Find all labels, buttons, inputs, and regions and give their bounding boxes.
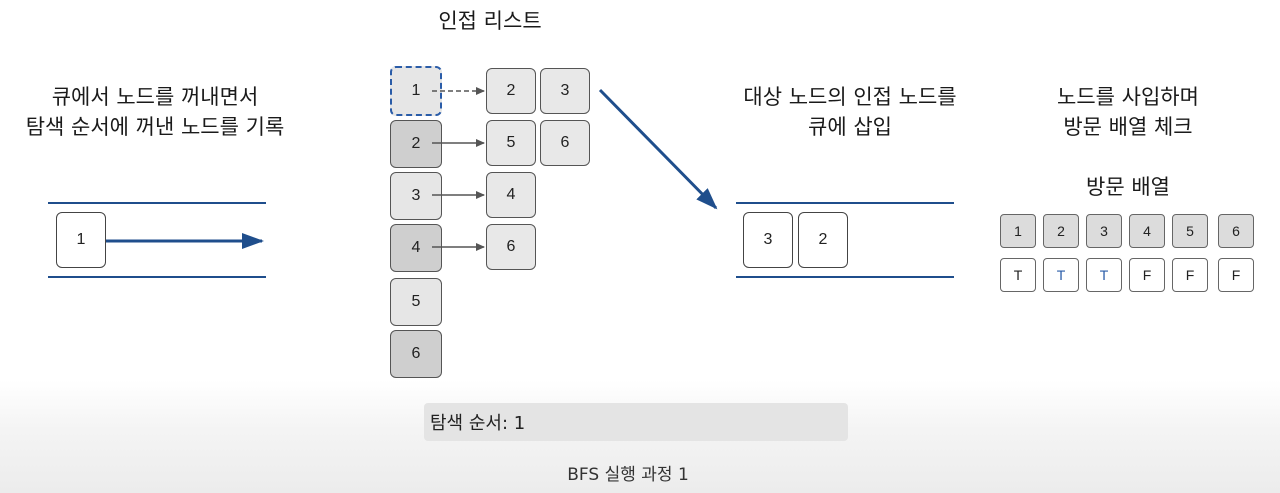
enqueue-arrow bbox=[598, 88, 718, 210]
dequeued-node: 1 bbox=[56, 212, 106, 268]
visit-value-2: T bbox=[1043, 258, 1079, 292]
adjacency-node-6: 6 bbox=[390, 330, 442, 378]
visit-value-6: F bbox=[1218, 258, 1254, 292]
adjacency-1-neighbor-2: 3 bbox=[540, 68, 590, 114]
visit-node-5: 5 bbox=[1172, 214, 1208, 248]
queue-item-2: 2 bbox=[798, 212, 848, 268]
visit-heading-line2: 방문 배열 체크 bbox=[1063, 115, 1193, 139]
dequeue-heading: 큐에서 노드를 꺼내면서 탐색 순서에 꺼낸 노드를 기록 bbox=[10, 82, 300, 142]
visit-node-3: 3 bbox=[1086, 214, 1122, 248]
adjacency-title: 인접 리스트 bbox=[438, 9, 542, 33]
queue-lane-top bbox=[736, 202, 954, 204]
visit-value-5: F bbox=[1172, 258, 1208, 292]
visit-value-3: T bbox=[1086, 258, 1122, 292]
adjacency-node-4: 4 bbox=[390, 224, 442, 272]
adjacency-node-5: 5 bbox=[390, 278, 442, 326]
visit-node-1: 1 bbox=[1000, 214, 1036, 248]
adjacency-node-3: 3 bbox=[390, 172, 442, 220]
dequeue-lane-bottom bbox=[48, 276, 266, 278]
dequeue-heading-line2: 탐색 순서에 꺼낸 노드를 기록 bbox=[25, 115, 285, 139]
dequeue-lane-top bbox=[48, 202, 266, 204]
queue-item-1: 3 bbox=[743, 212, 793, 268]
visit-heading: 노드를 사입하며 방문 배열 체크 bbox=[1010, 82, 1246, 142]
visit-node-4: 4 bbox=[1129, 214, 1165, 248]
adjacency-node-2: 2 bbox=[390, 120, 442, 168]
enqueue-heading: 대상 노드의 인접 노드를 큐에 삽입 bbox=[712, 82, 988, 142]
adjacency-3-neighbor-1: 4 bbox=[486, 172, 536, 218]
visit-heading-line1: 노드를 사입하며 bbox=[1057, 85, 1199, 109]
queue-lane-bottom bbox=[736, 276, 954, 278]
figure-caption: BFS 실행 과정 1 bbox=[567, 465, 689, 485]
adjacency-4-neighbor-1: 6 bbox=[486, 224, 536, 270]
adjacency-2-neighbor-1: 5 bbox=[486, 120, 536, 166]
search-order-text: 탐색 순서: 1 bbox=[430, 413, 526, 434]
visit-value-1: T bbox=[1000, 258, 1036, 292]
search-order-bar: 탐색 순서: 1 bbox=[424, 403, 848, 441]
visit-array-title: 방문 배열 bbox=[1086, 175, 1170, 199]
adjacency-1-neighbor-1: 2 bbox=[486, 68, 536, 114]
adjacency-2-neighbor-2: 6 bbox=[540, 120, 590, 166]
visit-node-6: 6 bbox=[1218, 214, 1254, 248]
enqueue-heading-line1: 대상 노드의 인접 노드를 bbox=[743, 85, 957, 109]
visit-value-4: F bbox=[1129, 258, 1165, 292]
dequeue-heading-line1: 큐에서 노드를 꺼내면서 bbox=[51, 85, 259, 109]
visit-node-2: 2 bbox=[1043, 214, 1079, 248]
enqueue-heading-line2: 큐에 삽입 bbox=[808, 115, 892, 139]
